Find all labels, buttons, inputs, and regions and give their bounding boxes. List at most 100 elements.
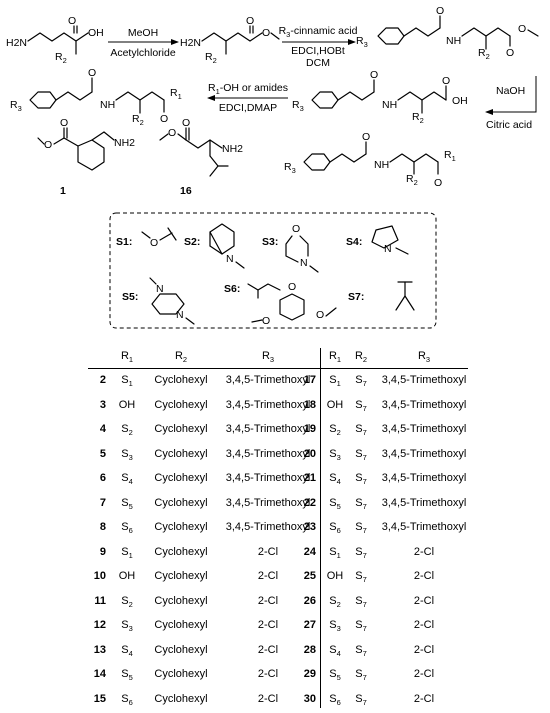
r2-value: S7	[355, 668, 367, 683]
general-structure: R3 O NH R2 O R1	[284, 131, 456, 189]
r1-value: S3	[121, 447, 133, 462]
r2-value: S7	[355, 398, 367, 413]
compound-number: 14	[93, 668, 106, 680]
h2n-label: H2N	[180, 37, 201, 49]
r2-value: Cyclohexyl	[154, 619, 208, 631]
r1-value: S5	[329, 496, 341, 511]
r3-value: 3,4,5-Trimethoxyl	[225, 374, 311, 386]
compound-number: 26	[303, 594, 316, 607]
r1-value: S6	[121, 692, 133, 707]
r3-value: 3,4,5-Trimethoxyl	[381, 521, 467, 533]
s5-n2-label: N	[176, 309, 184, 321]
r3-label: R3	[10, 99, 22, 113]
r1-value: S1	[329, 374, 341, 389]
r3-value: 3,4,5-Trimethoxyl	[225, 447, 311, 460]
r1-value: S6	[121, 521, 133, 536]
r3-value: 2-Cl	[257, 570, 279, 582]
r1-value: S5	[329, 668, 341, 683]
ester-o-label: O	[518, 23, 526, 35]
r3-label: R3	[356, 35, 368, 49]
r3-value: 3,4,5-Trimethoxyl	[225, 423, 311, 435]
r2-value: Cyclohexyl	[154, 374, 208, 386]
oh-label: OH	[88, 27, 104, 39]
r1-value: S2	[329, 594, 341, 609]
r2-value: S7	[355, 570, 367, 585]
r3-value: 3,4,5-Trimethoxyl	[381, 472, 467, 484]
compound-number: 22	[303, 496, 316, 509]
r2-label: R2	[412, 111, 424, 125]
s3-label: S3:	[262, 236, 278, 248]
r1-value: S4	[121, 472, 133, 487]
r2-value: Cyclohexyl	[154, 423, 208, 435]
s3-n-label: N	[300, 257, 308, 269]
r3-value: 2-Cl	[257, 692, 279, 705]
step2-reagent-mid: EDCI,HOBt	[291, 45, 345, 57]
compound-number: 27	[303, 619, 316, 631]
r1-value: OH	[326, 570, 344, 582]
compound-number: 25	[303, 570, 316, 582]
r3-value: 2-Cl	[413, 692, 435, 705]
step3-reagent-bottom: Citric acid	[486, 119, 532, 131]
r1-value: S6	[329, 521, 341, 536]
ester-o-label: O	[262, 27, 270, 39]
r1-value: S3	[329, 447, 341, 462]
r2-value: Cyclohexyl	[154, 668, 208, 680]
r3-value: 3,4,5-Trimethoxyl	[381, 398, 467, 411]
s1-o-label: O	[150, 237, 158, 249]
r3-value: 2-Cl	[413, 545, 435, 558]
s2-n-label: N	[226, 253, 234, 265]
compound-number: 19	[303, 423, 316, 435]
r3-value: 2-Cl	[413, 570, 435, 582]
cinnamoyl-amide-ester: R3 O NH R2 O O	[356, 5, 539, 61]
nh-label: NH	[382, 99, 397, 111]
r2-value: Cyclohexyl	[154, 398, 208, 411]
carbonyl-o-label: O	[68, 15, 76, 27]
compound-1-structure: O O NH2 1	[37, 117, 135, 197]
r2-value: Cyclohexyl	[154, 692, 208, 705]
amide-o-label: O	[370, 69, 378, 81]
r3-label: R3	[284, 161, 296, 175]
compound-number: 7	[99, 496, 106, 509]
compound-number: 9	[99, 545, 106, 558]
r2-value: Cyclohexyl	[154, 447, 208, 460]
oh-label: OH	[452, 95, 468, 107]
compound-number: 6	[99, 472, 106, 484]
compound-number: 3	[99, 398, 106, 411]
compound-number: 21	[303, 472, 316, 484]
r3-value: 3,4,5-Trimethoxyl	[381, 496, 467, 509]
compound-16-label: 16	[180, 185, 192, 197]
r3-value: 2-Cl	[413, 668, 435, 680]
table-top-rule	[88, 368, 468, 369]
r3-value: 2-Cl	[413, 643, 435, 656]
step3-reagent-top: NaOH	[496, 85, 525, 97]
step4-reagent-top: R1-OH or amides	[208, 82, 288, 96]
acid-o-label: O	[442, 75, 450, 87]
r1-value: S5	[121, 668, 133, 683]
r1-value: S1	[121, 374, 133, 389]
r1-value: S5	[121, 496, 133, 511]
r2-value: S7	[355, 619, 367, 634]
carbonyl-o-label: O	[160, 113, 168, 125]
r1-value: OH	[326, 398, 344, 411]
r3-value: 3,4,5-Trimethoxyl	[381, 374, 467, 386]
r2-label: R2	[406, 173, 418, 187]
nh2-label: NH2	[222, 143, 243, 155]
reaction-arrow-2: R3-cinnamic acid EDCI,HOBt DCM	[279, 25, 358, 69]
r3-value: 2-Cl	[413, 619, 435, 631]
carbonyl-o-label: O	[434, 177, 442, 189]
compound-number: 17	[303, 374, 316, 386]
r2-value: S7	[355, 374, 367, 389]
carbonyl-o-label: O	[246, 15, 254, 27]
reaction-arrow-4: R1-OH or amides EDCI,DMAP	[207, 82, 288, 114]
r2-value: S7	[355, 594, 367, 609]
compound-number: 24	[303, 545, 316, 558]
r3-value: 3,4,5-Trimethoxyl	[381, 447, 467, 460]
r3-value: 3,4,5-Trimethoxyl	[381, 423, 467, 435]
r3-value: 3,4,5-Trimethoxyl	[225, 472, 311, 484]
s7-label: S7:	[348, 291, 364, 303]
nh-label: NH	[374, 159, 389, 171]
r2-label: R2	[55, 51, 67, 65]
r2-value: Cyclohexyl	[154, 521, 208, 533]
